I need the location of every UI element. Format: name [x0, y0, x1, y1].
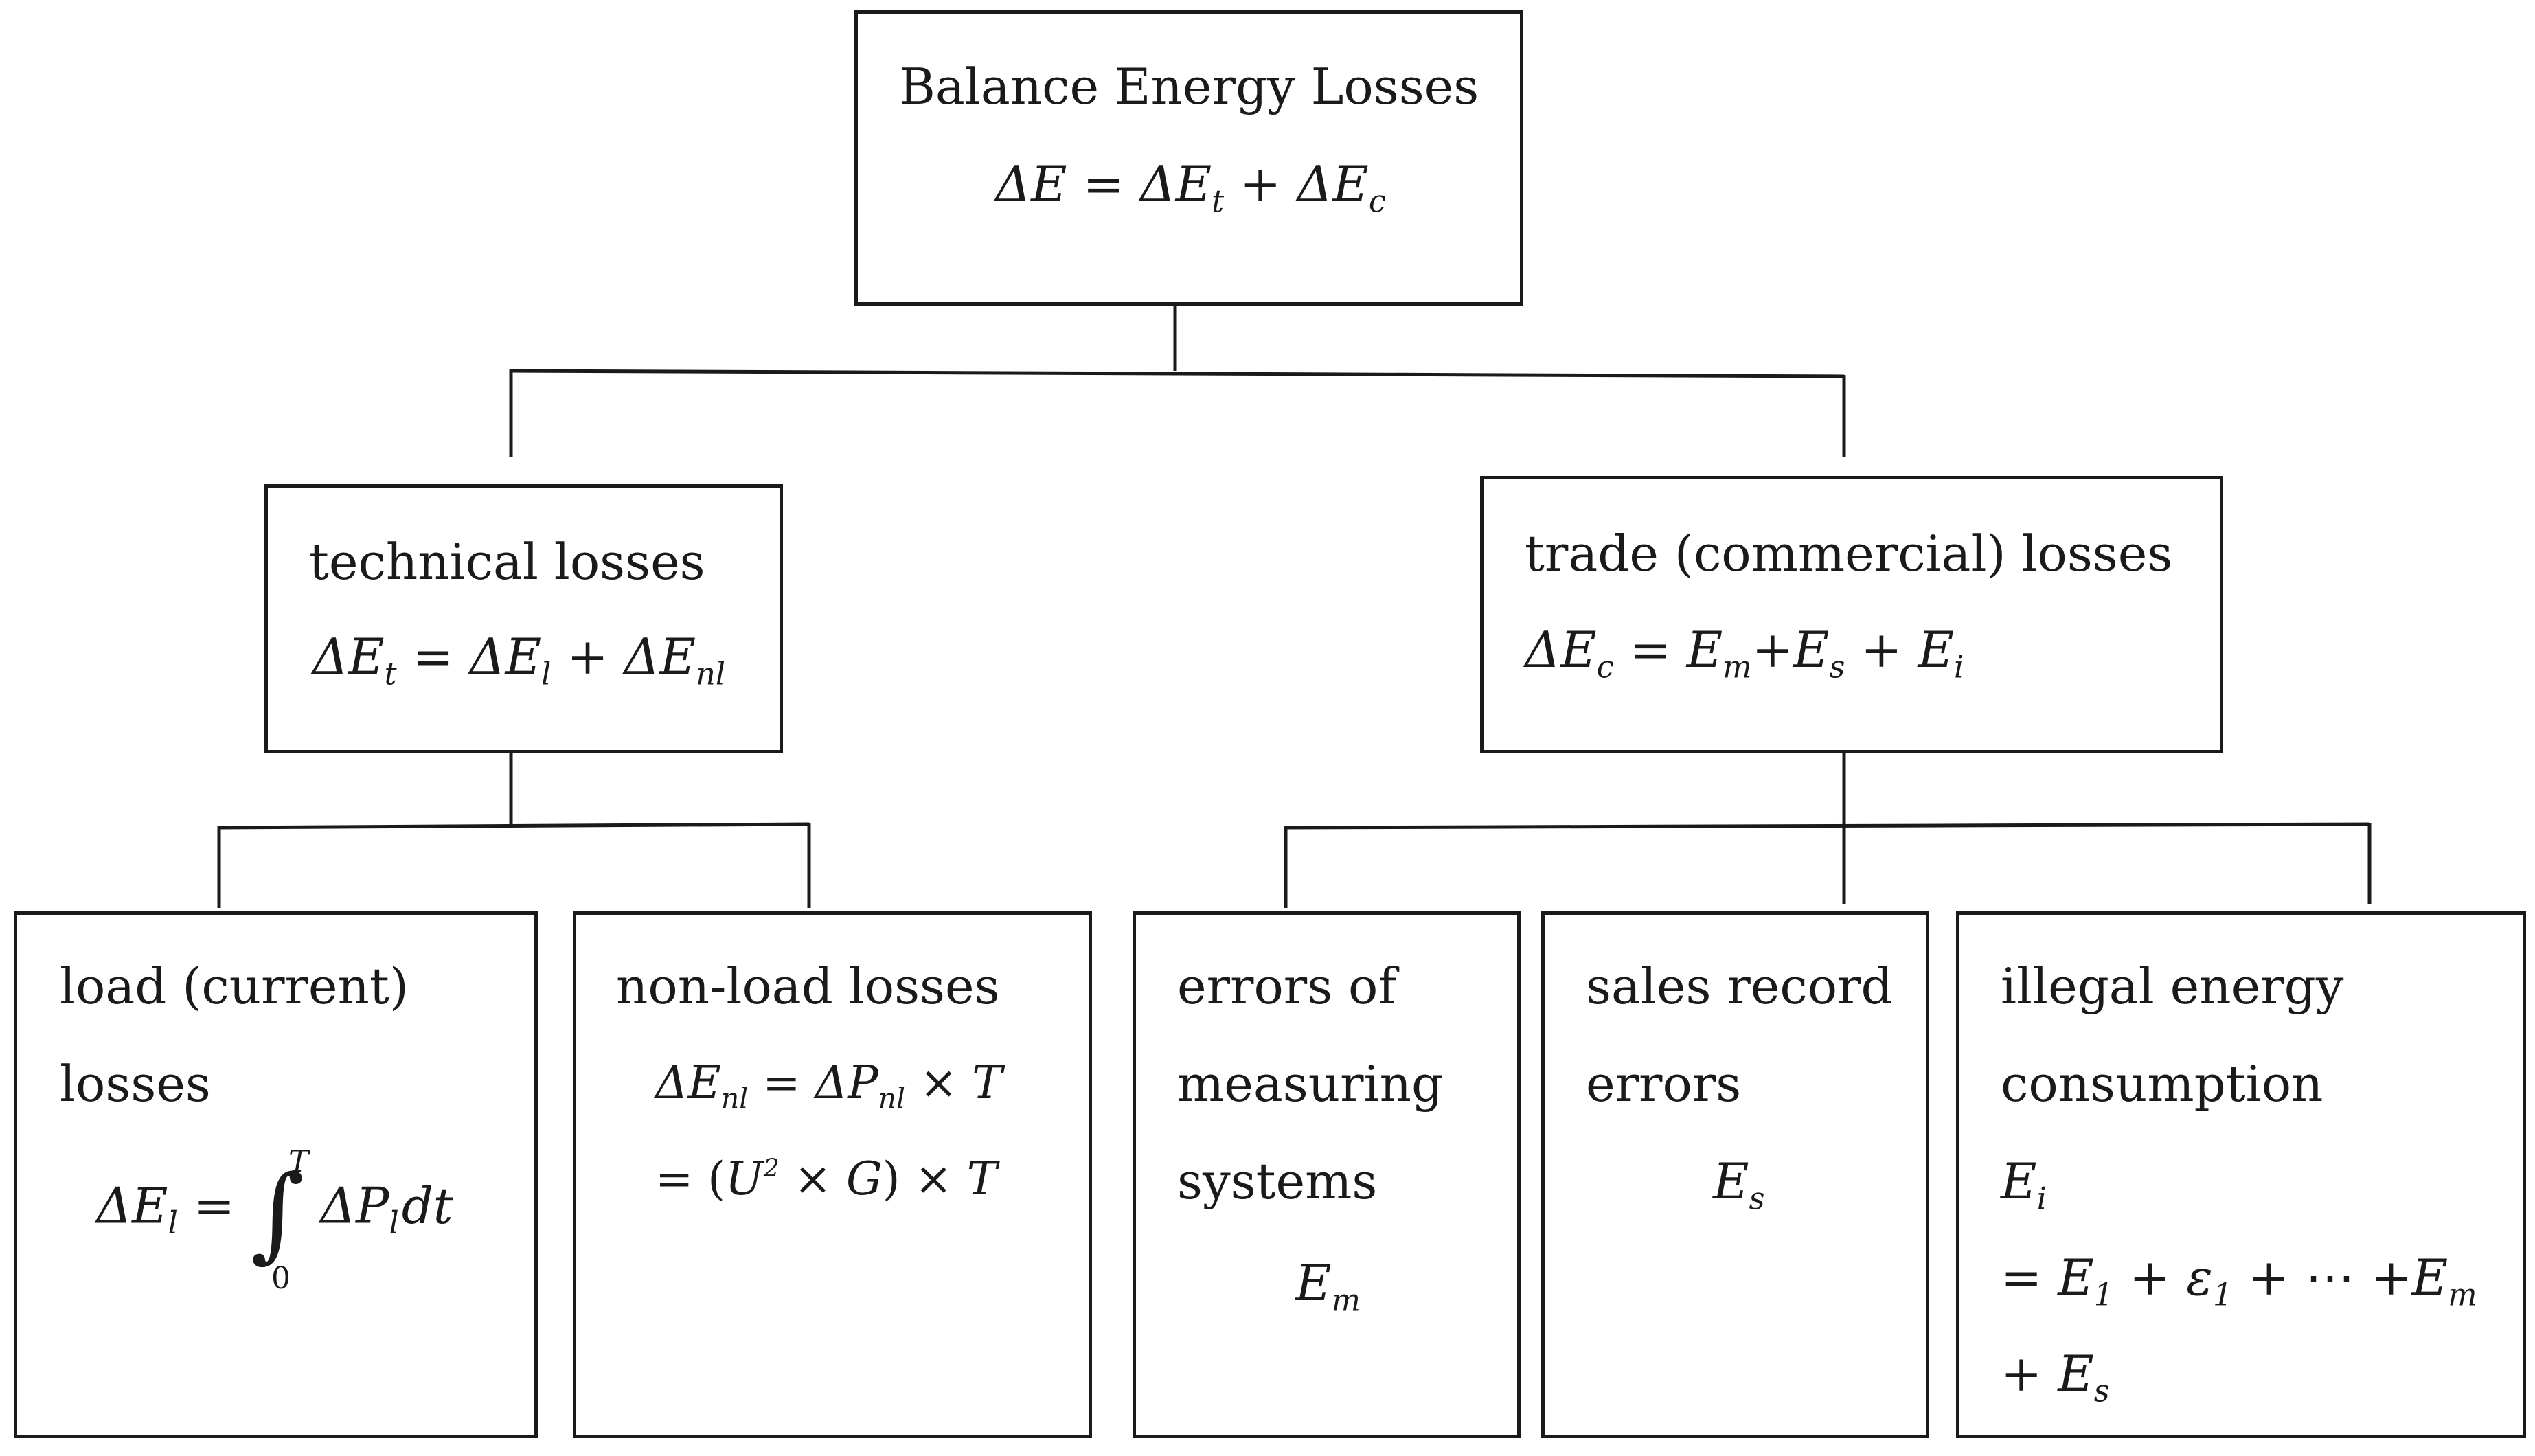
technical-losses-box: technical losses ΔEt = ΔEl + ΔEnl	[264, 484, 783, 753]
nonload-losses-box: non-load losses ΔEnl = ΔPnl × T = (U2 × …	[573, 911, 1092, 1438]
measuring-title-line3: systems	[1177, 1152, 1378, 1210]
load-title-line1: load (current)	[60, 957, 409, 1015]
sales-symbol: Es	[1713, 1152, 1765, 1217]
nonload-title: non-load losses	[616, 957, 1000, 1015]
sales-errors-box: sales record errors Es	[1541, 911, 1929, 1438]
technical-formula: ΔEt = ΔEl + ΔEnl	[312, 628, 726, 692]
trade-title: trade (commercial) losses	[1525, 525, 2173, 582]
sales-title-line2: errors	[1586, 1055, 1742, 1113]
illegal-title-line1: illegal energy	[2001, 957, 2344, 1015]
connector-technical-bar	[218, 822, 810, 830]
connector-trade-bar	[1285, 822, 2370, 830]
measuring-errors-box: errors of measuring systems Em	[1133, 911, 1521, 1438]
technical-title: technical losses	[309, 533, 705, 591]
sales-title-line1: sales record	[1586, 957, 1893, 1015]
illegal-formula-line1: = E1 + ε1 + ⋯ +Em	[2001, 1249, 2477, 1313]
measuring-title-line1: errors of	[1177, 957, 1397, 1015]
measuring-symbol: Em	[1295, 1254, 1361, 1319]
illegal-symbol: Ei	[2001, 1152, 2047, 1217]
illegal-consumption-box: illegal energy consumption Ei = E1 + ε1 …	[1956, 911, 2526, 1438]
illegal-title-line2: consumption	[2001, 1055, 2323, 1113]
illegal-formula-line2: + Es	[2001, 1345, 2110, 1409]
nonload-formula-line2: = (U2 × G) × T	[655, 1152, 997, 1205]
measuring-title-line2: measuring	[1177, 1055, 1444, 1113]
trade-losses-box: trade (commercial) losses ΔEc = Em+Es + …	[1480, 476, 2223, 753]
nonload-formula-line1: ΔEnl = ΔPnl × T	[655, 1056, 1003, 1115]
root-formula: ΔE = ΔEt + ΔEc	[995, 155, 1386, 220]
root-title: Balance Energy Losses	[899, 58, 1479, 115]
load-title-line2: losses	[60, 1055, 211, 1113]
connector-level2-bar	[510, 369, 1845, 378]
root-box: Balance Energy Losses ΔE = ΔEt + ΔEc	[854, 10, 1523, 306]
trade-formula: ΔEc = Em+Es + Ei	[1525, 621, 1964, 685]
